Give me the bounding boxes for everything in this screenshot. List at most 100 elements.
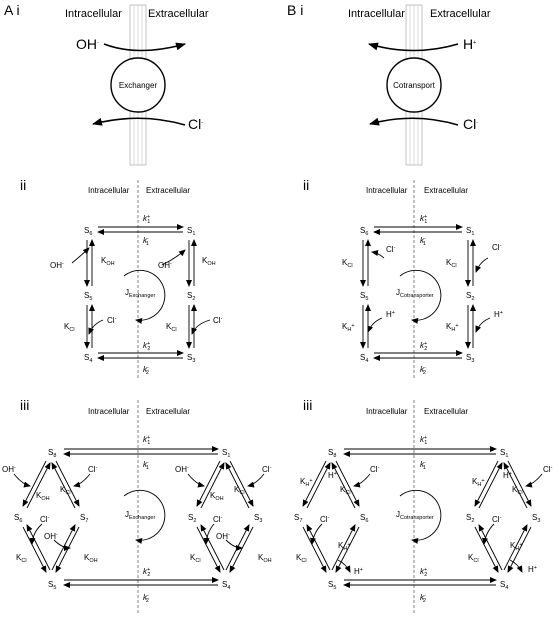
cotransport-cartoon: Intracellular Extracellular Cotransport … — [348, 4, 491, 166]
ion-h: H+ — [528, 565, 537, 574]
rate-k-h: KH+ — [472, 477, 485, 488]
transition-arrow — [26, 462, 51, 509]
cl-influx-arrow — [369, 117, 459, 126]
transition-arrow — [51, 524, 76, 571]
state-s3: S3 — [532, 513, 540, 524]
rate-k-h: KH+ — [338, 541, 351, 552]
ion-binding-arrow — [247, 473, 265, 488]
ion-cl: Cl- — [320, 515, 330, 524]
state-s1: S1 — [466, 226, 474, 237]
state-s1: S1 — [222, 448, 230, 459]
rate-k-cl: KCl — [340, 485, 351, 496]
transition-arrow — [335, 460, 360, 507]
ion-cl: Cl- — [543, 465, 553, 474]
rate-k-h: KH+ — [300, 477, 313, 488]
rate-k-oh: KOH — [84, 553, 98, 564]
ion-cl: Cl- — [386, 245, 396, 254]
transition-arrow — [200, 524, 225, 571]
ion-binding-arrow — [509, 559, 523, 573]
membrane-label-extracellular: Extracellular — [430, 8, 491, 20]
rate-k-oh: KOH — [210, 491, 224, 502]
rate-k-cl: KCl — [342, 258, 353, 269]
rate-k-h: KH+ — [342, 322, 355, 333]
state-s5: S5 — [48, 580, 56, 591]
transition-arrow — [302, 460, 327, 507]
ion-binding-arrow — [371, 250, 385, 259]
rate-k-cl: KCl — [64, 322, 75, 333]
state-s4: S4 — [500, 580, 508, 591]
transition-arrow — [55, 460, 80, 507]
panel-label-a-iii: iii — [20, 397, 29, 413]
flux-j-exchanger: JExchanger — [125, 288, 155, 299]
flux-j-exchanger: JExchanger — [125, 510, 155, 521]
ion-cl: Cl- — [492, 515, 502, 524]
transition-arrow — [200, 462, 225, 509]
rate-k-oh: KOH — [101, 256, 115, 267]
rate-k1-minus: k-1 — [420, 236, 426, 247]
transition-arrow — [302, 526, 327, 573]
ion-binding-arrow — [73, 473, 91, 488]
state-s6: S6 — [84, 226, 92, 237]
label-extracellular: Extracellular — [424, 186, 468, 195]
rate-k-cl: KCl — [296, 553, 307, 564]
state-s1: S1 — [500, 448, 508, 459]
rate-k-cl: KCl — [446, 258, 457, 269]
transition-arrow — [229, 460, 254, 507]
cycle-arrow — [123, 269, 166, 324]
ion-binding-arrow — [225, 539, 243, 551]
cotransporter-6-state-scheme: Intracellular Extracellular S6 S1 S5 S2 … — [342, 180, 503, 380]
transition-arrow — [55, 526, 80, 573]
rate-k2-plus: k+2 — [420, 567, 427, 578]
state-s3: S3 — [187, 353, 195, 364]
transition-arrow — [22, 526, 47, 573]
ion-h: H+ — [328, 471, 337, 480]
ion-oh: OH- — [158, 261, 172, 270]
state-s5: S5 — [360, 291, 368, 302]
transition-arrow — [507, 526, 532, 573]
transition-arrow — [478, 462, 503, 509]
transition-arrow — [225, 462, 250, 509]
transition-arrow — [26, 524, 51, 571]
ion-h: H+ — [354, 567, 363, 576]
label-intracellular: Intracellular — [88, 407, 130, 416]
transition-arrow — [503, 462, 528, 509]
h-ion-label: H+ — [463, 36, 476, 52]
rate-k-cl: KCl — [468, 553, 479, 564]
cotransport-circle — [386, 57, 442, 113]
transition-arrow — [306, 462, 331, 509]
rate-k-cl: KCl — [60, 485, 71, 496]
membrane-label-extracellular: Extracellular — [148, 8, 209, 20]
panel-label-b-iii: iii — [303, 397, 312, 413]
cl-influx-arrow — [92, 117, 186, 126]
ion-binding-arrow — [191, 319, 211, 335]
ion-oh: OH- — [216, 532, 230, 541]
panel-label-a-i: A i — [4, 2, 20, 18]
rate-k1-plus: k+1 — [420, 214, 427, 225]
rate-k-cl: KCl — [16, 553, 27, 564]
transition-arrow — [474, 460, 499, 507]
transition-arrow — [503, 524, 528, 571]
ion-binding-arrow — [29, 523, 43, 545]
ion-oh: OH- — [175, 465, 189, 474]
transition-arrow — [196, 526, 221, 573]
ion-h: H+ — [503, 471, 512, 480]
state-s2: S2 — [187, 291, 195, 302]
cotransporter-8-state-scheme: Intracellular Extracellular S8 S1 S7 S6 … — [294, 400, 553, 615]
cycle-arrow — [399, 269, 442, 324]
ion-binding-arrow — [187, 473, 205, 488]
state-s1: S1 — [187, 226, 195, 237]
state-s4: S4 — [222, 580, 230, 591]
oh-ion-label: OH- — [76, 36, 99, 52]
transition-arrow — [478, 524, 503, 571]
exchanger-cartoon: Intracellular Extracellular Exchanger OH… — [65, 4, 209, 166]
transition-arrow — [229, 526, 254, 573]
state-s5: S5 — [328, 580, 336, 591]
ion-cl: Cl- — [107, 316, 117, 325]
oh-efflux-arrow — [103, 42, 186, 52]
state-s2: S2 — [466, 513, 474, 524]
ion-binding-arrow — [353, 473, 371, 488]
ion-binding-arrow — [475, 317, 491, 333]
ion-binding-arrow — [475, 257, 489, 273]
ion-binding-arrow — [337, 559, 351, 573]
